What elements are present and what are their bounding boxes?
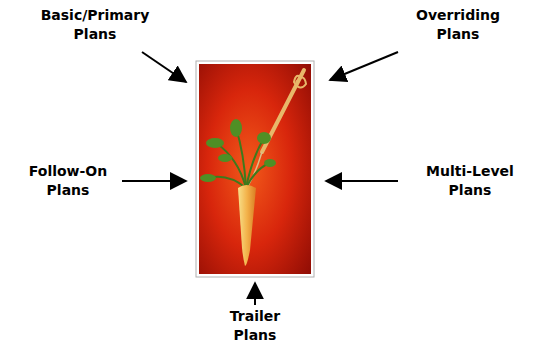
pointer-arrows: [122, 52, 398, 305]
plan-label: Follow-On Plans: [16, 162, 120, 200]
plan-label: Overriding Plans: [402, 6, 514, 44]
plan-label: Basic/Primary Plans: [25, 6, 165, 44]
plan-label: Multi-Level Plans: [412, 162, 528, 200]
pointer-arrow: [142, 52, 186, 82]
pointer-arrow: [254, 283, 256, 305]
plan-label: Trailer Plans: [210, 307, 300, 345]
pointer-arrow: [122, 180, 186, 182]
pointer-arrow: [326, 180, 398, 182]
picture: [196, 61, 314, 277]
pointer-arrow: [330, 52, 398, 80]
